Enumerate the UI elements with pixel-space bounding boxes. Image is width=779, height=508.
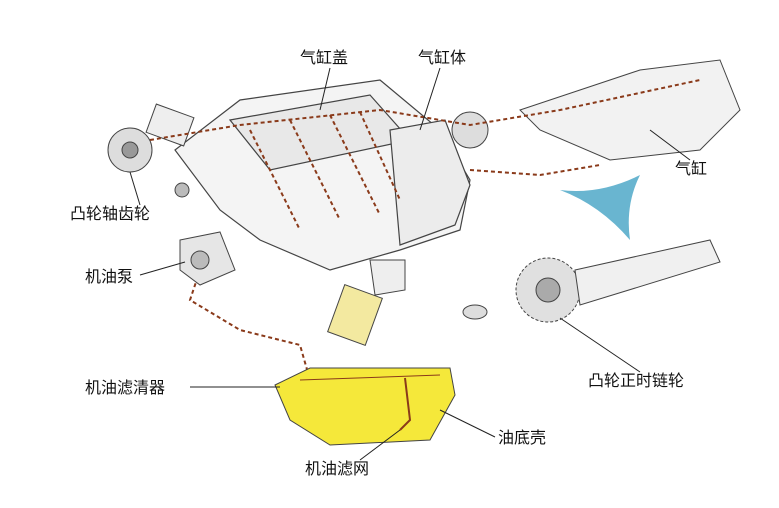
leader-lines bbox=[129, 67, 691, 461]
label-cylinder-head: 气缸盖 bbox=[300, 48, 349, 67]
oil-pan bbox=[274, 367, 456, 446]
label-camshaft-gear: 凸轮轴齿轮 bbox=[70, 204, 151, 223]
label-oil-pan: 油底壳 bbox=[498, 428, 547, 447]
label-cylinder: 气缸 bbox=[675, 159, 708, 178]
zoom-arrow bbox=[560, 175, 640, 240]
label-cylinder-block: 气缸体 bbox=[418, 48, 467, 67]
label-oil-pump: 机油泵 bbox=[85, 267, 134, 286]
label-oil-strainer: 机油滤网 bbox=[305, 459, 370, 478]
label-oil-filter: 机油滤清器 bbox=[85, 378, 166, 397]
engine-block bbox=[174, 79, 471, 271]
camshaft-gear bbox=[107, 103, 195, 198]
oil-filter bbox=[327, 259, 406, 346]
oil-pump bbox=[179, 231, 236, 286]
label-cam-timing-sprocket: 凸轮正时链轮 bbox=[588, 371, 685, 390]
cam-timing-sprocket bbox=[462, 239, 721, 323]
right-cylinder-head bbox=[451, 59, 741, 161]
